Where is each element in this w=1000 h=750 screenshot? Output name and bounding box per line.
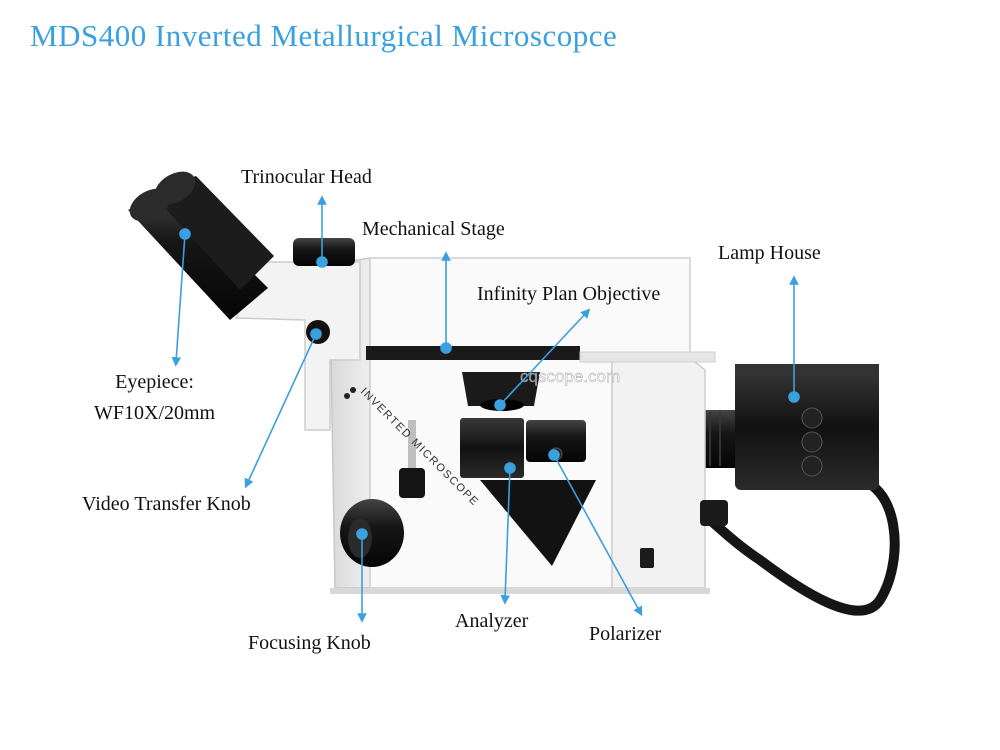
- lamp-cable: [695, 473, 900, 616]
- microscope-base: [330, 588, 710, 594]
- focus-rod: [408, 420, 416, 488]
- label-infinity-plan-objective: Infinity Plan Objective: [477, 283, 661, 305]
- polarizer-block: [526, 420, 586, 462]
- label-lamp-house: Lamp House: [718, 242, 821, 264]
- focus-rod-knob: [399, 468, 425, 498]
- mechanical-stage-plate: [366, 346, 580, 360]
- body-connector: [700, 500, 728, 526]
- trinocular-port: [293, 238, 355, 266]
- label-polarizer: Polarizer: [589, 623, 662, 645]
- watermark: cqscope.com: [520, 367, 620, 386]
- stage-extension: [579, 351, 716, 363]
- power-switch: [640, 548, 654, 568]
- eyepiece-tubes: [128, 171, 274, 320]
- page-title: MDS400 Inverted Metallurgical Microscopc…: [30, 18, 618, 53]
- microscope-right-column: [611, 357, 706, 589]
- label-eyepiece: Eyepiece: WF10X/20mm: [94, 367, 215, 429]
- lamp-knob: [801, 431, 823, 453]
- label-eyepiece-line2: WF10X/20mm: [94, 402, 216, 424]
- lamp-knob: [801, 455, 823, 477]
- objective-turret: [462, 372, 540, 406]
- lamp-knob: [801, 407, 823, 429]
- label-focusing-knob: Focusing Knob: [248, 632, 371, 654]
- label-trinocular-head: Trinocular Head: [241, 166, 372, 188]
- label-analyzer: Analyzer: [455, 610, 529, 632]
- pointer-lines: [171, 195, 800, 623]
- label-eyepiece-line1: Eyepiece:: [115, 371, 194, 393]
- label-video-transfer-knob: Video Transfer Knob: [82, 493, 251, 515]
- label-mechanical-stage: Mechanical Stage: [362, 218, 505, 240]
